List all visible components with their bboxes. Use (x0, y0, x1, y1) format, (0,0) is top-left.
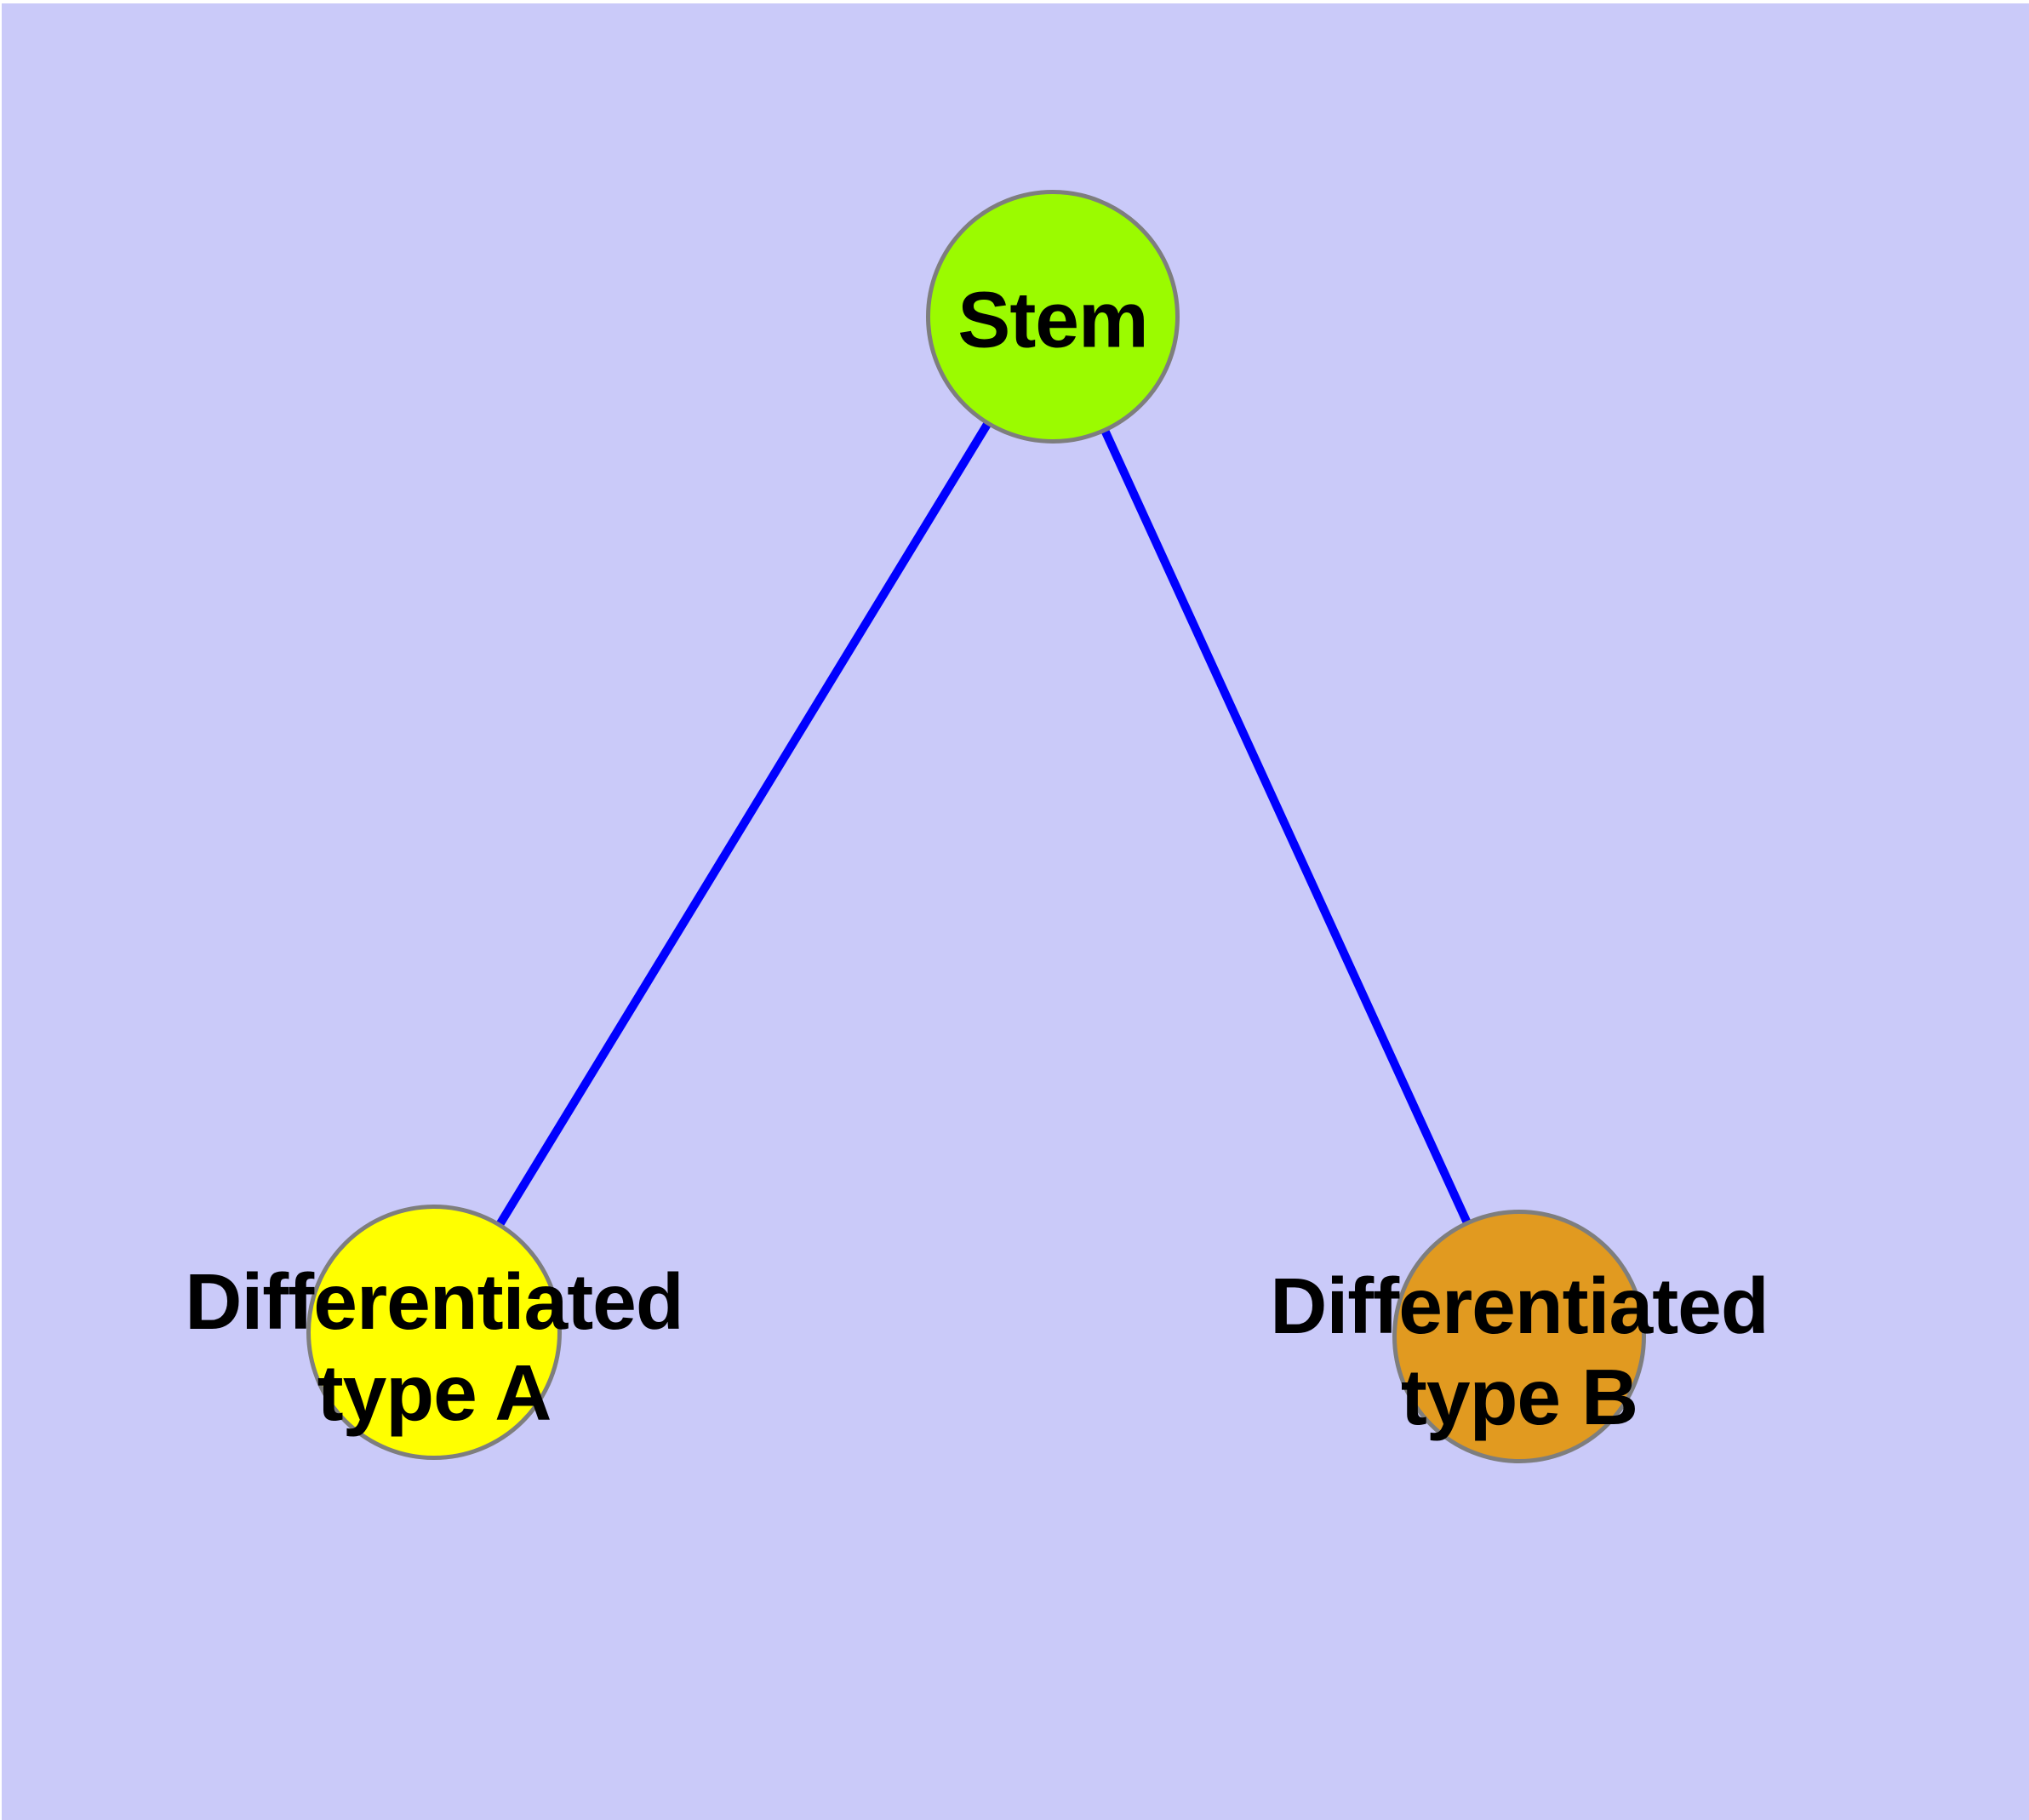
node-label-stem: Stem (957, 275, 1148, 366)
edge-layer (430, 314, 1523, 1339)
node-differentiated-type-b (1392, 1210, 1646, 1463)
node-label-stem-line: Stem (957, 275, 1148, 364)
edge-stem-to-type-b (1049, 314, 1523, 1339)
node-label-type-a-line2: type A (317, 1348, 552, 1437)
node-label-type-a-line1: Differentiated (185, 1257, 683, 1346)
node-label-type-b: Differentiated type B (1270, 1261, 1769, 1443)
node-label-type-b-line2: type B (1400, 1353, 1638, 1441)
diagram-canvas: Stem Differentiated type A Differentiate… (2, 3, 2029, 1820)
node-label-type-b-line1: Differentiated (1270, 1262, 1769, 1350)
node-stem (926, 190, 1180, 444)
node-label-type-a: Differentiated type A (185, 1256, 683, 1439)
node-differentiated-type-a (306, 1205, 562, 1460)
edge-stem-to-type-a (430, 314, 1057, 1335)
